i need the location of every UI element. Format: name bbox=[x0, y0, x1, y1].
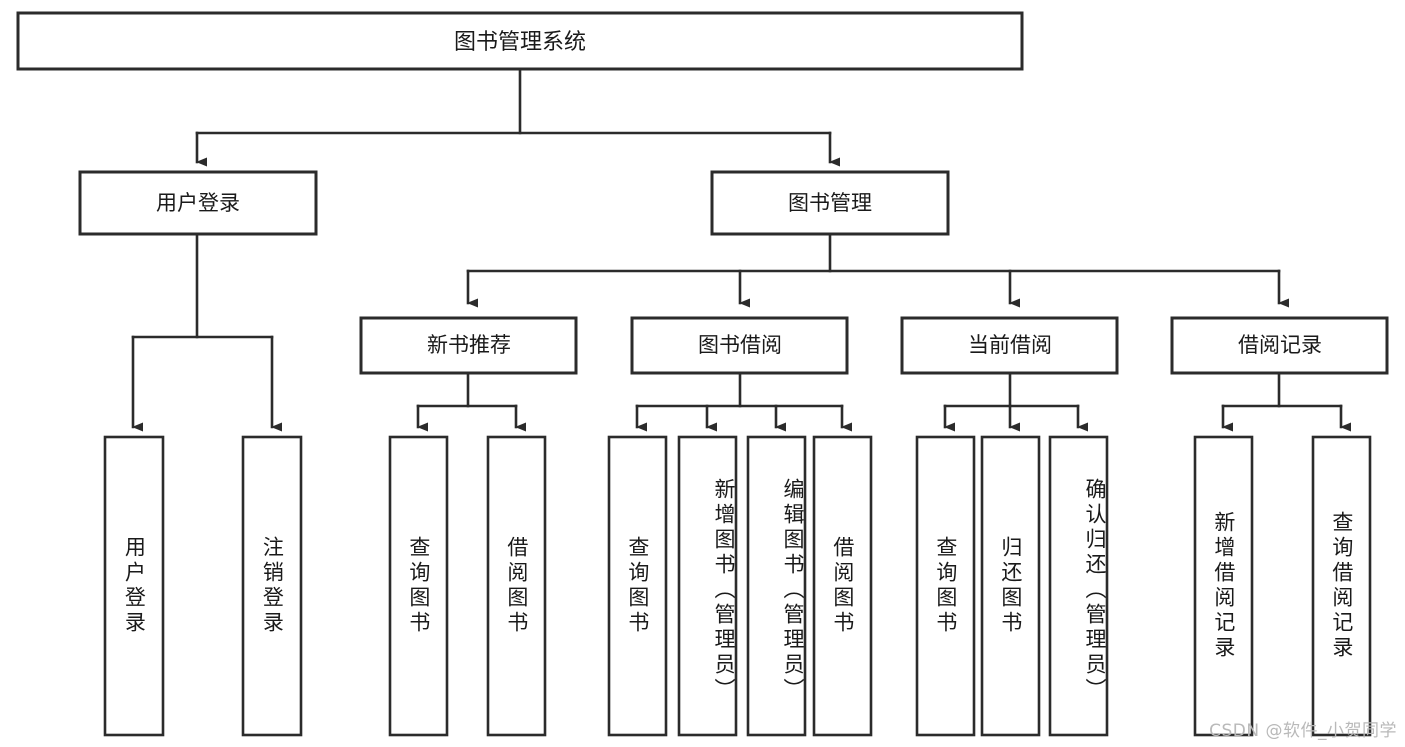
leaf-box-current-borrow-3[interactable] bbox=[1048, 435, 1109, 737]
leaf-box-user-login-1[interactable] bbox=[103, 435, 165, 737]
node-book-manage-label: 图书管理 bbox=[788, 191, 872, 215]
edges-layer bbox=[131, 68, 1351, 432]
node-root-label: 图书管理系统 bbox=[454, 30, 586, 55]
leaf-box-borrow-record-1[interactable] bbox=[1193, 435, 1254, 737]
leaf-nodes-layer bbox=[103, 435, 1372, 737]
watermark-text: CSDN @软件_小贺同学 bbox=[1209, 721, 1397, 741]
node-new-book-recommend[interactable] bbox=[359, 316, 578, 375]
leaf-box-user-login-2[interactable] bbox=[241, 435, 303, 737]
leaf-box-book-borrow-1[interactable] bbox=[607, 435, 668, 737]
leaf-box-book-borrow-2[interactable] bbox=[677, 435, 738, 737]
node-borrow-record[interactable] bbox=[1170, 316, 1389, 375]
node-current-borrow[interactable] bbox=[900, 316, 1119, 375]
leaf-box-book-borrow-4[interactable] bbox=[812, 435, 873, 737]
nodes-layer: 图书管理系统 用户登录 图书管理 新书推荐 图书借阅 当前借阅 借阅记录 bbox=[16, 11, 1389, 375]
leaf-box-borrow-record-2[interactable] bbox=[1311, 435, 1372, 737]
node-book-borrow[interactable] bbox=[630, 316, 849, 375]
node-book-borrow-label: 图书借阅 bbox=[698, 333, 782, 357]
leaf-box-book-borrow-3[interactable] bbox=[746, 435, 807, 737]
leaf-box-new-book-1[interactable] bbox=[388, 435, 449, 737]
leaf-box-current-borrow-1[interactable] bbox=[915, 435, 976, 737]
node-root[interactable] bbox=[16, 11, 1024, 71]
leaf-box-current-borrow-2[interactable] bbox=[980, 435, 1041, 737]
node-new-book-recommend-label: 新书推荐 bbox=[427, 333, 511, 357]
node-book-manage[interactable] bbox=[710, 170, 950, 236]
node-current-borrow-label: 当前借阅 bbox=[968, 333, 1052, 357]
node-user-login[interactable] bbox=[78, 170, 318, 236]
node-user-login-label: 用户登录 bbox=[156, 191, 240, 215]
node-borrow-record-label: 借阅记录 bbox=[1238, 333, 1322, 357]
leaf-box-new-book-2[interactable] bbox=[486, 435, 547, 737]
